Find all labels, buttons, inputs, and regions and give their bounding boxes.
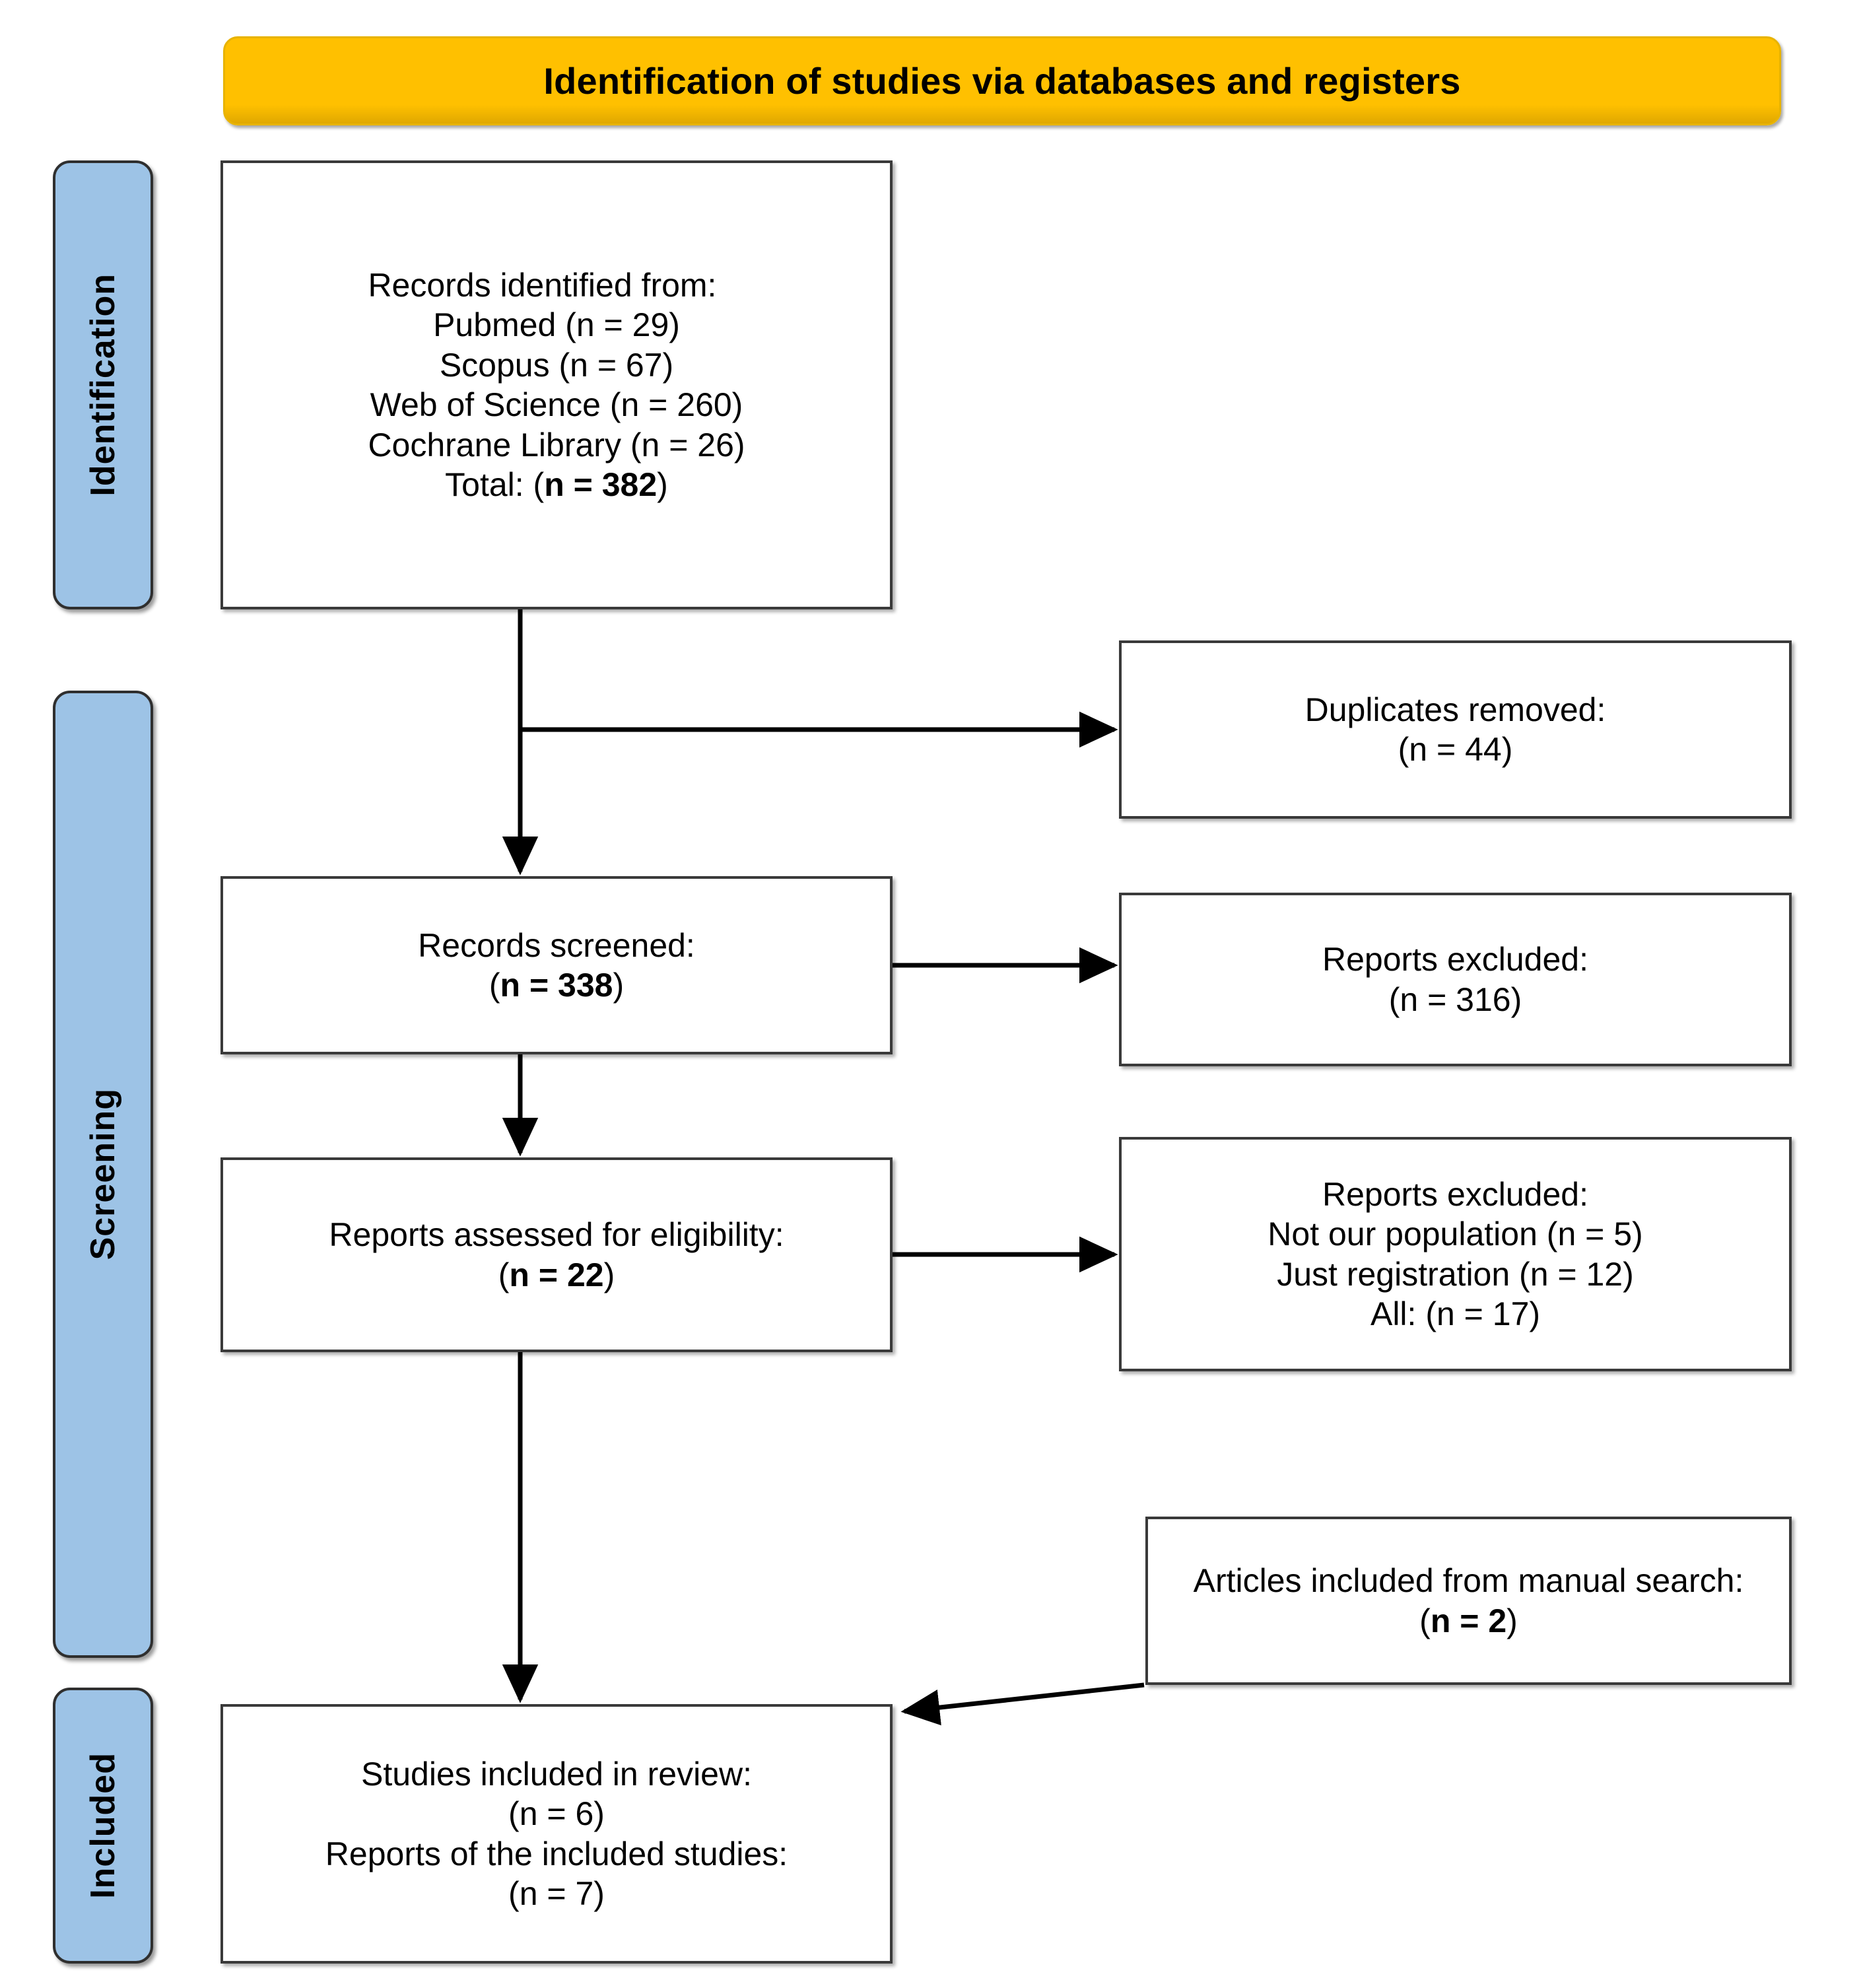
records-screened-n-value: n = 338: [500, 967, 613, 1004]
records-identified-source-pubmed: Pubmed (n = 29): [433, 306, 680, 343]
stage-bar-included: Included: [53, 1688, 153, 1964]
duplicates-removed-count: (n = 44): [1398, 731, 1513, 768]
reports-excluded-label: Reports excluded:: [1322, 941, 1588, 978]
eligibility-n-value: n = 22: [509, 1256, 604, 1293]
manual-search-count: (n = 2): [1419, 1601, 1518, 1641]
studies-included-count: (n = 6): [508, 1795, 605, 1832]
records-screened-n-prefix: (: [489, 967, 500, 1004]
box-studies-included: Studies included in review: (n = 6) Repo…: [220, 1704, 893, 1964]
box-reports-assessed-eligibility: Reports assessed for eligibility: (n = 2…: [220, 1157, 893, 1352]
arrow-manual-to-included: [900, 1682, 1145, 1726]
manual-n-suffix: ): [1506, 1602, 1518, 1639]
manual-n-value: n = 2: [1430, 1602, 1507, 1639]
records-screened-count: (n = 338): [489, 965, 624, 1006]
records-screened-label: Records screened:: [418, 926, 695, 964]
records-identified-source-cochrane: Cochrane Library (n = 26): [368, 426, 745, 463]
stage-label-included: Included: [84, 1752, 122, 1899]
eligibility-n-suffix: ): [603, 1256, 615, 1293]
box-records-identified: Records identified from: Pubmed (n = 29)…: [220, 160, 893, 609]
records-screened-n-suffix: ): [613, 967, 625, 1004]
excluded-reason-just-registration: Just registration (n = 12): [1277, 1255, 1634, 1293]
diagram-header-banner: Identification of studies via databases …: [223, 36, 1781, 125]
excluded-reasons-total: All: (n = 17): [1370, 1295, 1541, 1332]
total-value: n = 382: [544, 466, 658, 503]
stage-label-screening: Screening: [84, 1088, 122, 1260]
reports-excluded-count: (n = 316): [1388, 980, 1522, 1018]
records-identified-total: Total: (n = 382): [368, 465, 745, 505]
box-records-screened: Records screened: (n = 338): [220, 876, 893, 1054]
records-identified-source-web-of-science: Web of Science (n = 260): [370, 386, 743, 423]
stage-bar-screening: Screening: [53, 691, 153, 1658]
eligibility-label: Reports assessed for eligibility:: [329, 1216, 784, 1253]
box-reports-excluded-screening: Reports excluded: (n = 316): [1119, 893, 1792, 1066]
box-manual-search: Articles included from manual search: (n…: [1145, 1517, 1792, 1685]
stage-bar-identification: Identification: [53, 160, 153, 609]
studies-included-label: Studies included in review:: [361, 1755, 752, 1793]
records-identified-heading: Records identified from:: [368, 266, 717, 304]
eligibility-n-prefix: (: [498, 1256, 510, 1293]
reports-included-label: Reports of the included studies:: [325, 1835, 788, 1872]
excluded-reasons-label: Reports excluded:: [1322, 1175, 1588, 1213]
box-duplicates-removed: Duplicates removed: (n = 44): [1119, 640, 1792, 819]
box-reports-excluded-reasons: Reports excluded: Not our population (n …: [1119, 1137, 1792, 1371]
eligibility-count: (n = 22): [498, 1255, 615, 1295]
reports-included-count: (n = 7): [508, 1875, 605, 1912]
manual-n-prefix: (: [1419, 1602, 1431, 1639]
manual-search-label: Articles included from manual search:: [1193, 1562, 1744, 1599]
excluded-reason-not-our-population: Not our population (n = 5): [1268, 1216, 1643, 1252]
records-identified-source-scopus: Scopus (n = 67): [439, 346, 674, 384]
total-prefix: Total: (: [445, 466, 545, 503]
duplicates-removed-label: Duplicates removed:: [1304, 691, 1606, 728]
diagram-title: Identification of studies via databases …: [543, 60, 1461, 102]
total-suffix: ): [657, 466, 668, 503]
stage-label-identification: Identification: [84, 273, 122, 497]
